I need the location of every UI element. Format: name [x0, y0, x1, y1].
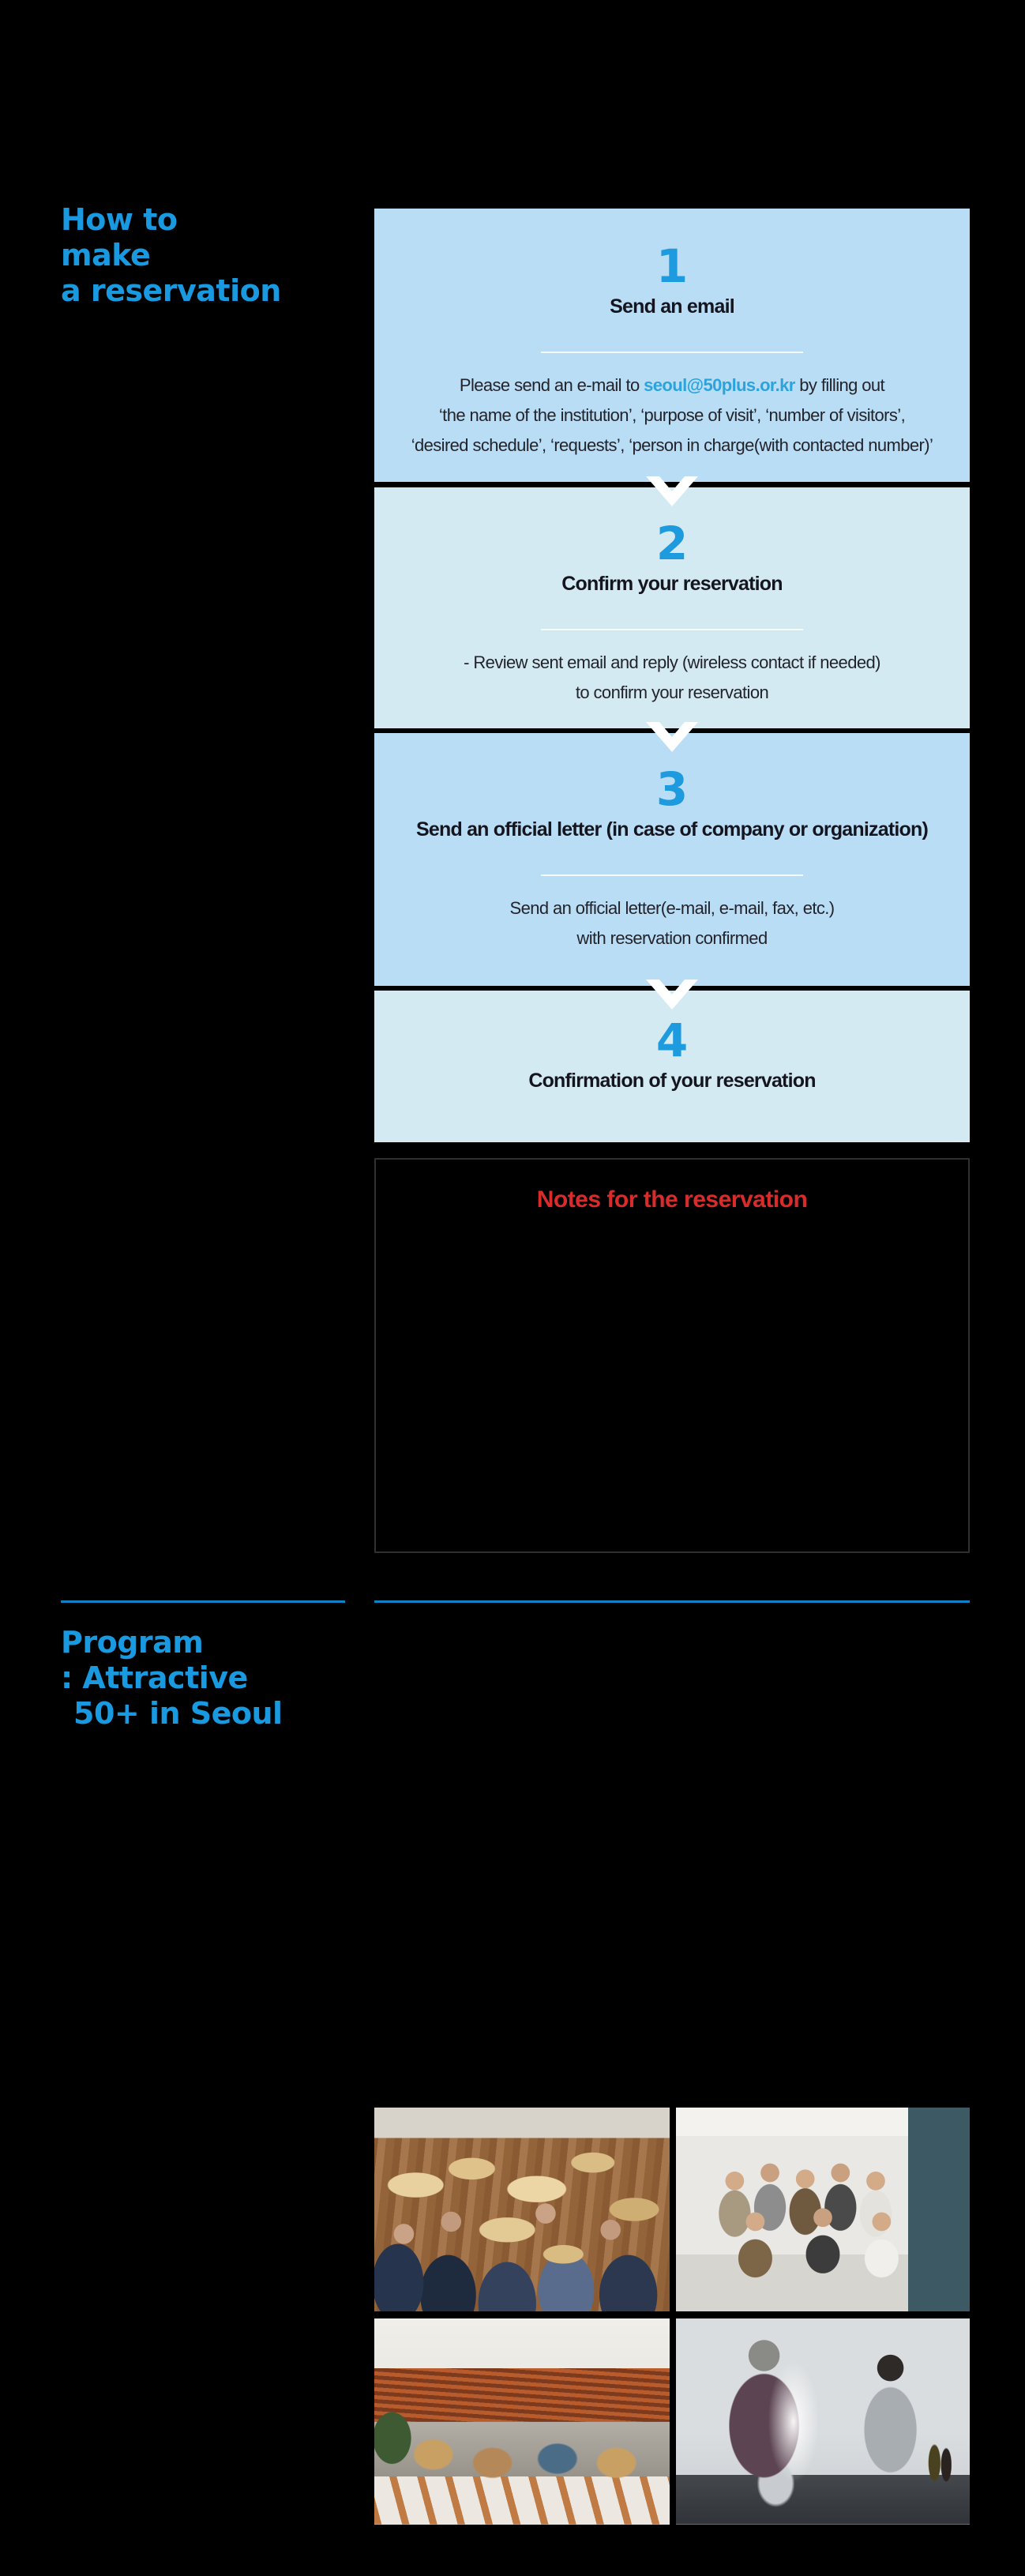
how-to-heading-line: How to — [61, 202, 178, 237]
step-description-line: ‘desired schedule’, ‘requests’, ‘person … — [411, 435, 933, 455]
notes-card: Notes for the reservation — [374, 1158, 970, 1553]
divider-line — [541, 352, 803, 353]
photo-group — [676, 2108, 970, 2311]
step-description-line: Please send an e-mail to seoul@50plus.or… — [411, 370, 933, 401]
step-card-2: 2 Confirm your reservation - Review sent… — [374, 476, 970, 728]
program-photo-grid — [374, 2108, 970, 2525]
email-intro-text: Please send an e-mail to — [459, 375, 644, 395]
step-description-line: with reservation confirmed — [576, 928, 768, 948]
divider-line — [541, 629, 803, 630]
photo-hat-toss — [374, 2108, 670, 2311]
how-to-heading-line: make — [61, 238, 151, 273]
step-description-line: ‘the name of the institution’, ‘purpose … — [438, 405, 906, 425]
step-number: 1 — [655, 239, 689, 293]
step-description-line: Send an official letter(e-mail, e-mail, … — [509, 898, 835, 918]
email-outro-text: by filling out — [794, 375, 885, 395]
program-heading-line: : Attractive — [61, 1660, 248, 1695]
email-link[interactable]: seoul@50plus.or.kr — [644, 375, 795, 395]
step-title: Send an email — [610, 295, 735, 318]
down-chevron-icon — [646, 476, 698, 506]
down-chevron-icon — [646, 980, 698, 1010]
photo-cooking — [676, 2318, 970, 2525]
step-title: Confirmation of your reservation — [528, 1070, 816, 1092]
program-heading: Program : Attractive 50+ in Seoul — [61, 1625, 283, 1732]
program-heading-line: Program — [61, 1625, 204, 1660]
step-description-line: - Review sent email and reply (wireless … — [464, 652, 880, 672]
step-card-3: 3 Send an official letter (in case of co… — [374, 722, 970, 986]
step-number: 3 — [655, 762, 689, 816]
step-number: 4 — [655, 1013, 689, 1067]
divider-line — [541, 874, 803, 876]
step-card-4: 4 Confirmation of your reservation — [374, 980, 970, 1142]
notes-title: Notes for the reservation — [536, 1186, 808, 1213]
down-chevron-icon — [646, 722, 698, 752]
step-description: - Review sent email and reply (wireless … — [464, 648, 880, 708]
step-title: Send an official letter (in case of comp… — [416, 818, 929, 840]
step-number: 2 — [655, 517, 689, 570]
section-divider-right — [374, 1600, 970, 1603]
step-description: Send an official letter(e-mail, e-mail, … — [510, 893, 835, 953]
how-to-heading-line: a reservation — [61, 273, 281, 308]
program-heading-line: 50+ in Seoul — [73, 1696, 283, 1731]
step-description-line: to confirm your reservation — [575, 683, 769, 702]
section-divider-left — [61, 1600, 345, 1603]
step-title: Confirm your reservation — [561, 573, 783, 595]
photo-lounge — [374, 2318, 670, 2525]
step-description: Please send an e-mail to seoul@50plus.or… — [411, 370, 933, 461]
how-to-heading: How to make a reservation — [61, 202, 281, 309]
step-card-1: 1 Send an email Please send an e-mail to… — [374, 209, 970, 482]
